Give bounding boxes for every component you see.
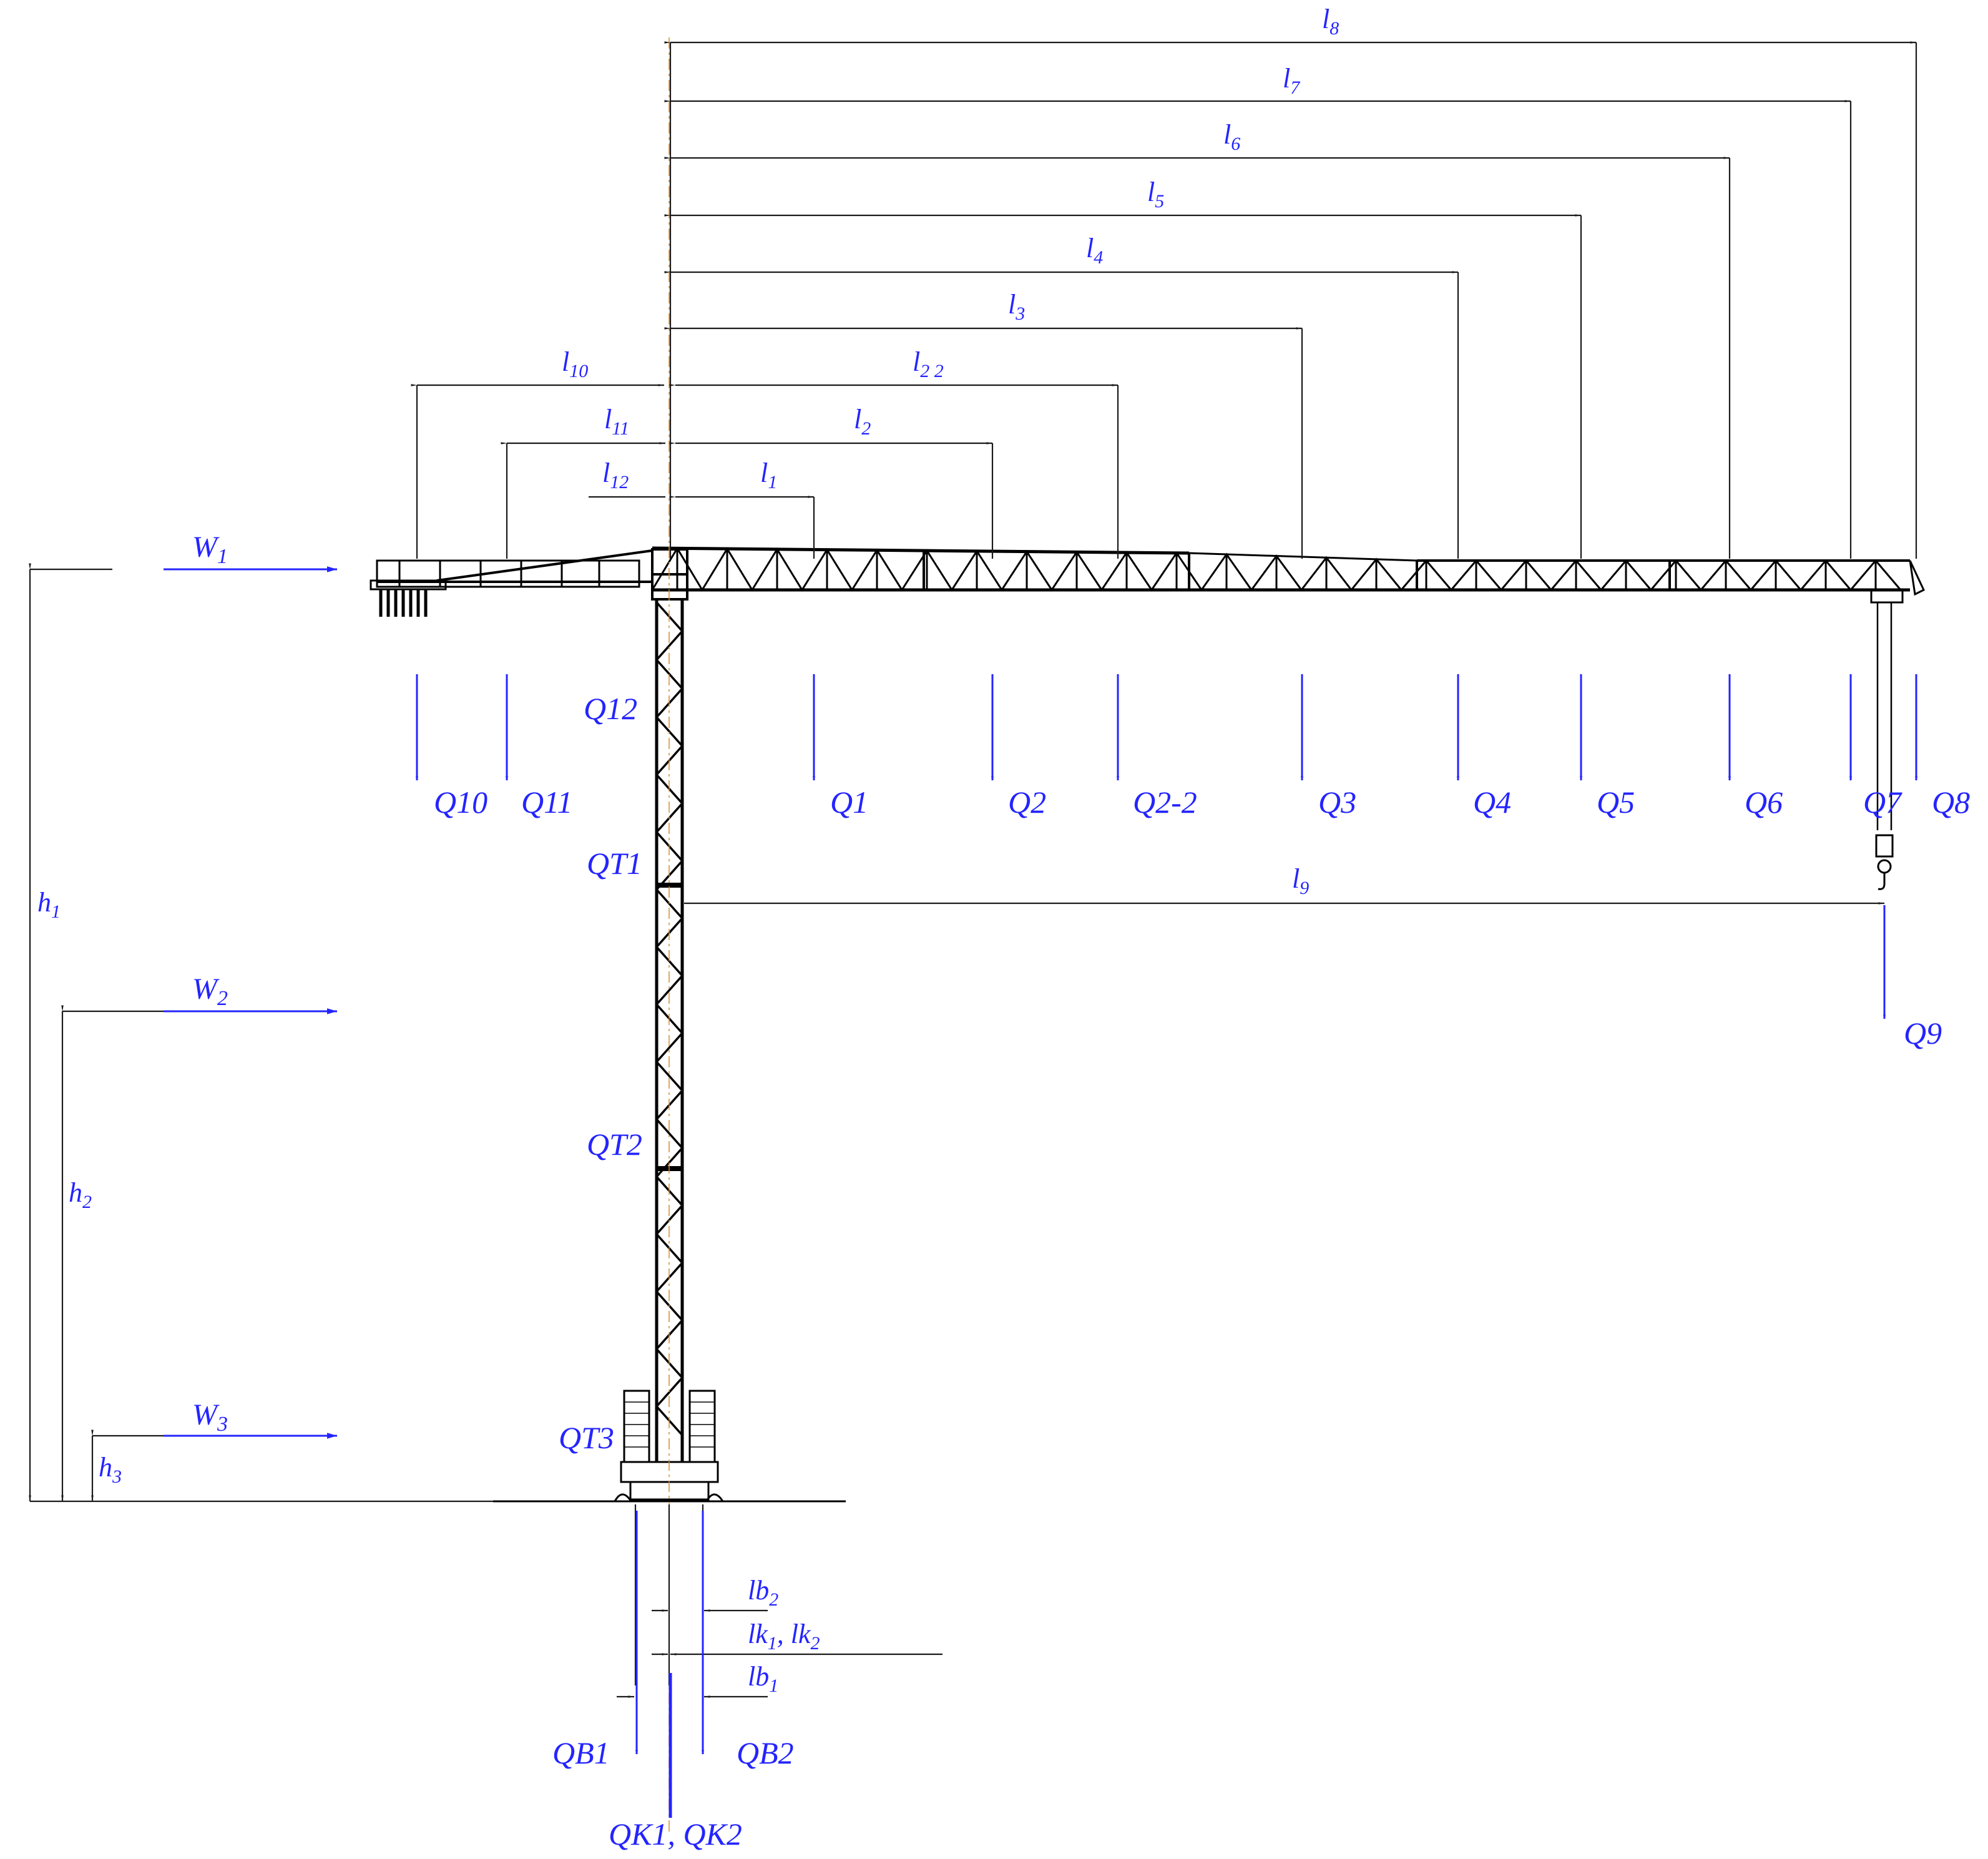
wind-label-w1: W1	[192, 531, 228, 568]
load-label-q12: Q12	[584, 691, 637, 726]
counter-jib	[370, 549, 653, 617]
dim-label-l11: l11	[604, 404, 629, 439]
load-label-q1: Q1	[830, 785, 868, 820]
dim-label-l2: l2	[854, 404, 871, 439]
load-arrows	[164, 566, 1918, 1818]
dim-label-lk1-lk2: lk1, lk2	[748, 1619, 820, 1654]
load-label-q6: Q6	[1745, 785, 1783, 820]
dim-label-l4: l4	[1086, 233, 1103, 268]
load-label-q9: Q9	[1904, 1016, 1942, 1051]
load-label-q8: Q8	[1932, 785, 1970, 820]
load-label-q2: Q2	[1008, 785, 1046, 820]
height-label-h2: h2	[69, 1177, 92, 1212]
dimension-lines	[29, 41, 1917, 1698]
load-label-q7: Q7	[1863, 785, 1902, 820]
height-labels: h1 h2 h3	[37, 887, 122, 1487]
dim-label-l6: l6	[1223, 119, 1240, 154]
dim-label-l5: l5	[1147, 177, 1164, 212]
dimension-labels: l8 l7 l6 l5 l4 l3 l10 l2 2 l11 l2 l12 l1…	[562, 4, 1339, 1696]
dim-label-l12: l12	[602, 458, 629, 493]
dim-label-l3: l3	[1008, 289, 1025, 324]
dim-label-l22: l2 2	[913, 346, 944, 381]
load-labels: Q10 Q11 Q1 Q2 Q2-2 Q3 Q4 Q5 Q6 Q7 Q8 Q9 …	[434, 691, 1970, 1852]
load-label-q11: Q11	[521, 785, 572, 820]
dim-label-l7: l7	[1283, 63, 1301, 98]
load-label-q10: Q10	[434, 785, 487, 820]
load-label-qt2: QT2	[587, 1127, 642, 1162]
load-label-q5: Q5	[1597, 785, 1635, 820]
dim-label-l1: l1	[760, 458, 777, 493]
load-label-qt1: QT1	[587, 846, 642, 881]
wind-label-w2: W2	[192, 973, 228, 1010]
wind-label-w3: W3	[192, 1398, 228, 1436]
load-label-qb2: QB2	[737, 1735, 794, 1770]
trolley-hook	[1870, 589, 1904, 890]
load-label-q3: Q3	[1318, 785, 1356, 820]
height-label-h1: h1	[37, 887, 61, 922]
crane-structure	[370, 37, 1925, 1835]
height-label-h3: h3	[99, 1452, 122, 1487]
dim-label-l9: l9	[1292, 863, 1309, 898]
load-label-qb1: QB1	[552, 1735, 610, 1770]
load-label-qt3: QT3	[559, 1420, 614, 1455]
dim-label-lb2: lb2	[748, 1575, 778, 1610]
base-dimension-lines	[617, 1504, 943, 1698]
wind-labels: W1 W2 W3	[192, 531, 228, 1436]
main-jib	[651, 546, 1925, 596]
load-label-q2-2: Q2-2	[1133, 785, 1197, 820]
dim-label-l8: l8	[1322, 4, 1339, 39]
load-label-q4: Q4	[1473, 785, 1511, 820]
load-label-qk1-qk2: QK1, QK2	[609, 1817, 742, 1852]
dim-label-l10: l10	[562, 346, 588, 381]
dim-label-lb1: lb1	[748, 1661, 778, 1696]
